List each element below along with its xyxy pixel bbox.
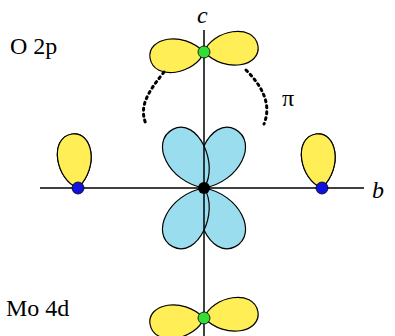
o-2p-orbital xyxy=(301,134,335,188)
mo-atom xyxy=(72,182,84,194)
o-atom xyxy=(198,46,210,58)
pi-bond-curve xyxy=(246,70,267,124)
mo-atom xyxy=(198,182,210,194)
axis-label: c xyxy=(197,3,208,27)
o-2p-orbital xyxy=(57,134,91,188)
pi-bond-curve xyxy=(143,72,164,124)
orbital-label: O 2p xyxy=(10,34,57,58)
bond-label: π xyxy=(282,86,294,110)
mo-atom xyxy=(316,182,328,194)
axis-label: b xyxy=(372,178,384,202)
orbital-label: Mo 4d xyxy=(6,296,69,320)
o-atom xyxy=(198,312,210,324)
